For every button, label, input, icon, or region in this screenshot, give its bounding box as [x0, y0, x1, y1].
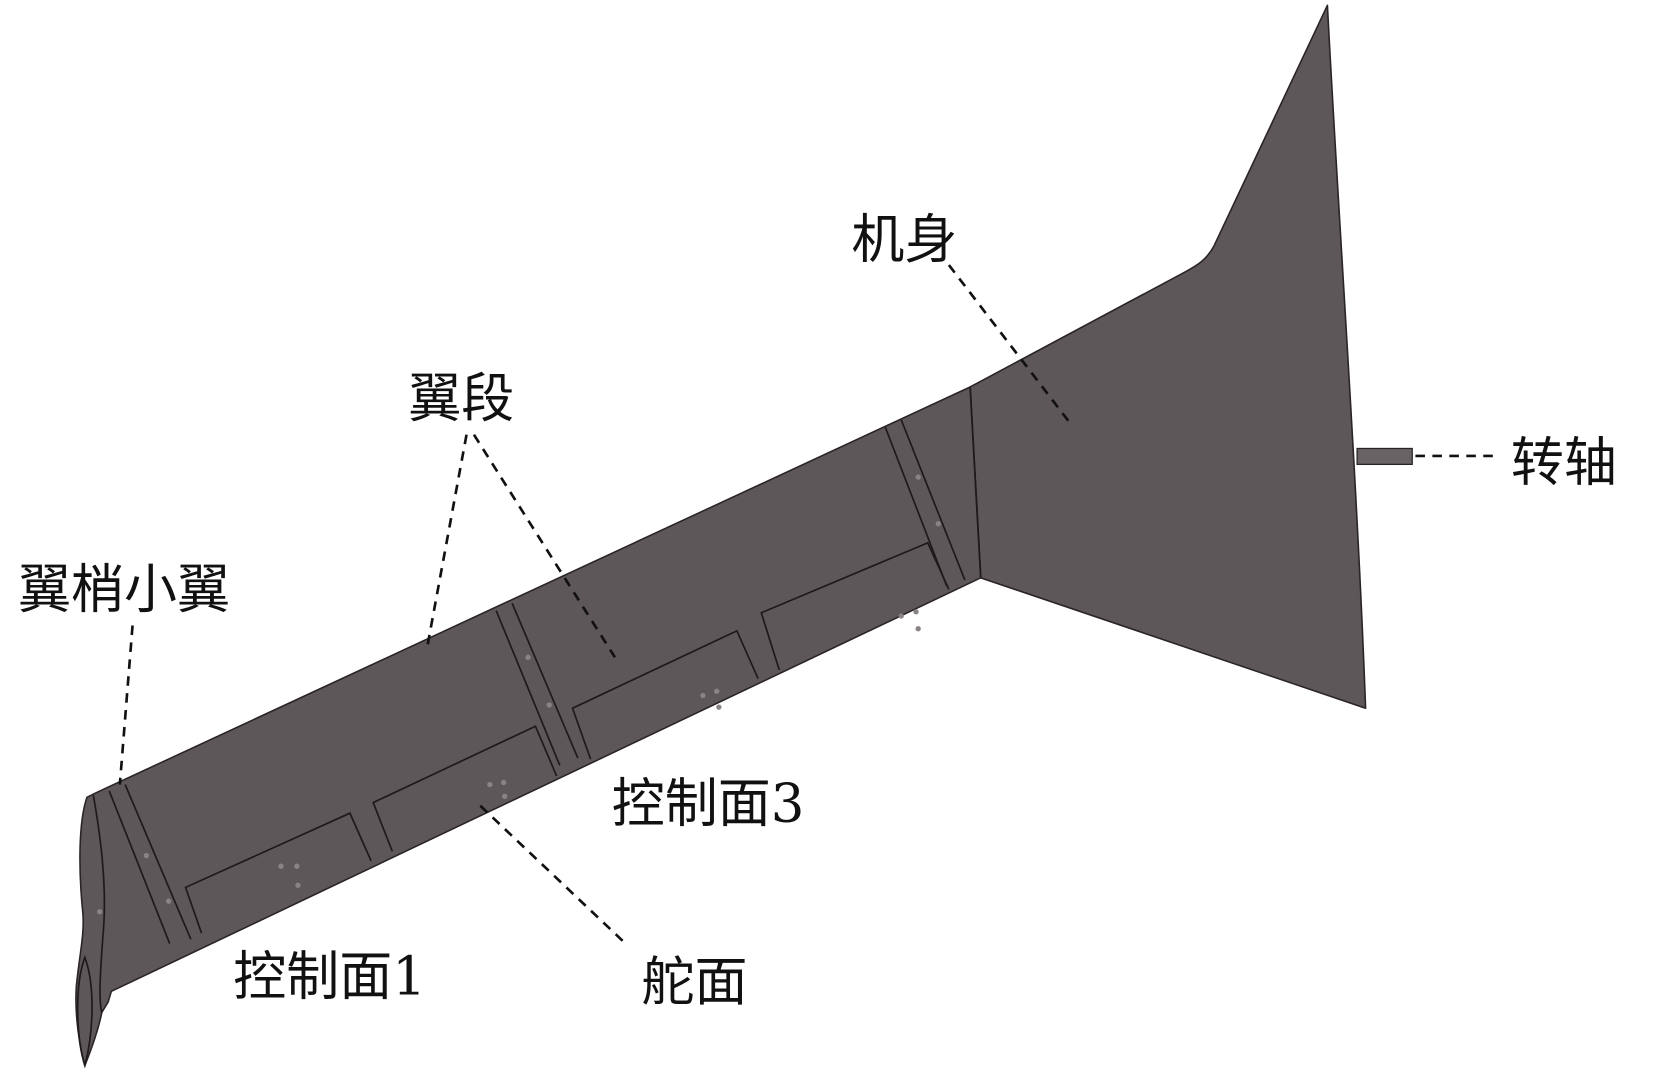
winglet-airfoil: [76, 954, 93, 1069]
label-rudder: 舵面: [641, 951, 747, 1013]
wing-root-seam: [969, 386, 982, 578]
label-control-surface-1: 控制面1: [233, 945, 426, 1007]
control-surface-2-outline: [571, 629, 759, 760]
rudder-outline: [372, 725, 558, 852]
label-winglet: 翼梢小翼: [18, 559, 230, 621]
fuselage-shape: [969, 4, 1367, 710]
rib-seam: [108, 419, 966, 944]
label-control-surface-3: 控制面3: [612, 773, 805, 835]
label-fuselage: 机身: [851, 209, 957, 271]
control-surface-3-outline: [760, 541, 950, 671]
rivets: [97, 474, 941, 915]
winglet-seam: [92, 795, 106, 1013]
wing-shape: [75, 386, 982, 1067]
label-rotation-shaft: 转轴: [1511, 431, 1617, 493]
label-wing-segment: 翼段: [408, 368, 514, 430]
leader-lines: [118, 264, 1495, 945]
control-surface-1-outline: [184, 812, 372, 934]
rotation-shaft-shape: [1356, 447, 1413, 466]
